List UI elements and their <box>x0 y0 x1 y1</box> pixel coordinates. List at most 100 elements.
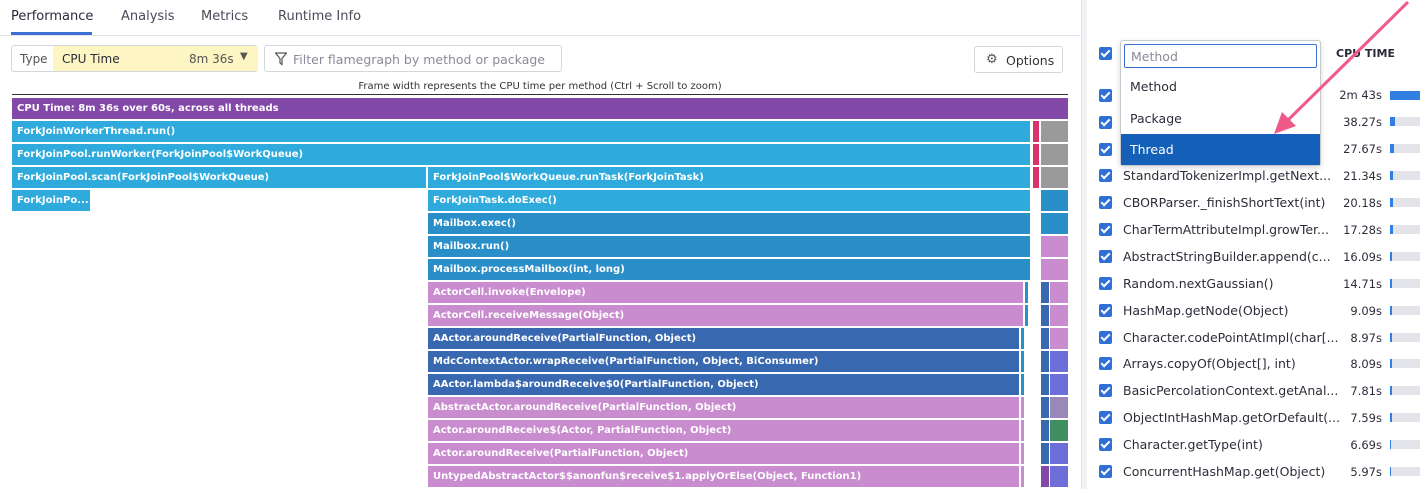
row-checkbox[interactable] <box>1099 196 1112 209</box>
flame-frame[interactable] <box>1050 374 1068 395</box>
row-time: 8.09s <box>1350 357 1382 371</box>
flame-frame[interactable] <box>1033 144 1039 165</box>
row-bar-track <box>1390 252 1420 261</box>
flame-frame[interactable] <box>1050 351 1068 372</box>
flame-frame[interactable] <box>1041 121 1068 142</box>
group-by-search-input[interactable]: Method <box>1124 44 1317 68</box>
tab-metrics[interactable]: Metrics <box>201 9 249 24</box>
flame-frame[interactable] <box>1050 328 1068 349</box>
tab-bar: Performance Analysis Metrics Runtime Inf… <box>0 0 1080 36</box>
flame-frame[interactable]: AbstractActor.aroundReceive(PartialFunct… <box>428 397 1019 418</box>
row-bar-track <box>1390 333 1420 342</box>
flame-frame[interactable] <box>1025 305 1028 326</box>
flame-frame[interactable]: Mailbox.processMailbox(int, long) <box>428 259 1030 280</box>
flame-frame[interactable]: AActor.lambda$aroundReceive$0(PartialFun… <box>428 374 1019 395</box>
options-button[interactable]: ⚙ Options <box>974 46 1063 73</box>
row-bar-track <box>1390 359 1420 368</box>
flame-frame[interactable] <box>1041 443 1049 464</box>
flame-frame[interactable]: ForkJoinPo... <box>12 190 90 211</box>
row-name: HashMap.getNode(Object) <box>1123 303 1289 318</box>
flame-frame[interactable]: Actor.aroundReceive(PartialFunction, Obj… <box>428 443 1019 464</box>
flame-frame[interactable] <box>1041 167 1068 188</box>
flame-frame[interactable] <box>1021 443 1024 464</box>
row-checkbox[interactable] <box>1099 384 1112 397</box>
flame-frame[interactable] <box>1041 351 1049 372</box>
flame-frame[interactable] <box>1021 397 1024 418</box>
row-checkbox[interactable] <box>1099 277 1112 290</box>
row-time: 17.28s <box>1343 223 1382 237</box>
flame-frame[interactable]: AActor.aroundReceive(PartialFunction, Ob… <box>428 328 1019 349</box>
row-checkbox[interactable] <box>1099 116 1112 129</box>
dropdown-option-thread[interactable]: Thread <box>1121 134 1320 165</box>
row-checkbox[interactable] <box>1099 89 1112 102</box>
flame-frame[interactable] <box>1041 236 1068 257</box>
flame-frame[interactable] <box>1021 466 1024 487</box>
row-checkbox[interactable] <box>1099 438 1112 451</box>
flame-frame[interactable] <box>1041 397 1049 418</box>
flame-frame[interactable]: Mailbox.exec() <box>428 213 1030 234</box>
flame-frame[interactable]: ForkJoinPool.runWorker(ForkJoinPool$Work… <box>12 144 1030 165</box>
flame-frame[interactable]: MdcContextActor.wrapReceive(PartialFunct… <box>428 351 1019 372</box>
flame-frame[interactable] <box>1033 121 1039 142</box>
select-all-checkbox[interactable] <box>1099 47 1112 60</box>
flame-frame[interactable] <box>1050 443 1068 464</box>
panel-resize-handle[interactable] <box>1081 0 1087 489</box>
type-select[interactable]: Type CPU Time 8m 36s ▼ <box>11 45 258 72</box>
flame-frame[interactable] <box>1050 420 1068 441</box>
flame-frame[interactable] <box>1050 397 1068 418</box>
flame-frame-root[interactable]: CPU Time: 8m 36s over 60s, across all th… <box>12 98 1068 119</box>
type-value-field[interactable]: CPU Time 8m 36s ▼ <box>53 46 258 71</box>
flame-frame[interactable] <box>1041 144 1068 165</box>
flame-frame[interactable] <box>1041 282 1049 303</box>
flame-frame[interactable] <box>1021 351 1024 372</box>
row-checkbox[interactable] <box>1099 357 1112 370</box>
flame-frame[interactable] <box>1050 466 1068 487</box>
tab-runtime-info[interactable]: Runtime Info <box>278 9 362 24</box>
dropdown-option-package[interactable]: Package <box>1130 111 1182 126</box>
flame-frame[interactable]: ForkJoinPool.scan(ForkJoinPool$WorkQueue… <box>12 167 426 188</box>
flame-frame[interactable] <box>1021 328 1024 349</box>
flame-frame[interactable] <box>1041 328 1049 349</box>
flamegraph[interactable]: CPU Time: 8m 36s over 60s, across all th… <box>0 0 1080 489</box>
row-checkbox[interactable] <box>1099 331 1112 344</box>
flame-frame[interactable]: Actor.aroundReceive$(Actor, PartialFunct… <box>428 420 1019 441</box>
flame-frame[interactable]: ActorCell.receiveMessage(Object) <box>428 305 1023 326</box>
row-time: 21.34s <box>1343 169 1382 183</box>
flame-frame[interactable] <box>1041 213 1068 234</box>
flame-frame[interactable] <box>1041 190 1068 211</box>
row-checkbox[interactable] <box>1099 304 1112 317</box>
flame-frame[interactable]: ActorCell.invoke(Envelope) <box>428 282 1023 303</box>
flame-frame[interactable] <box>1021 420 1024 441</box>
row-bar <box>1390 117 1395 126</box>
row-checkbox[interactable] <box>1099 411 1112 424</box>
flame-frame[interactable] <box>1041 374 1049 395</box>
dropdown-option-method[interactable]: Method <box>1130 79 1177 94</box>
flame-frame[interactable] <box>1041 305 1049 326</box>
row-checkbox[interactable] <box>1099 223 1112 236</box>
group-by-dropdown[interactable]: Method Method Package Thread <box>1120 40 1321 166</box>
flame-frame[interactable] <box>1033 167 1039 188</box>
filter-input[interactable]: Filter flamegraph by method or package <box>264 45 562 72</box>
row-time: 7.59s <box>1350 411 1382 425</box>
flame-frame[interactable]: ForkJoinPool$WorkQueue.runTask(ForkJoinT… <box>428 167 1030 188</box>
flame-frame[interactable]: ForkJoinTask.doExec() <box>428 190 1030 211</box>
flame-frame[interactable]: ForkJoinWorkerThread.run() <box>12 121 1030 142</box>
tab-performance[interactable]: Performance <box>11 9 94 24</box>
flame-frame[interactable] <box>1050 282 1068 303</box>
flame-frame[interactable]: UntypedAbstractActor$$anonfun$receive$1.… <box>428 466 1019 487</box>
flame-frame[interactable] <box>1041 259 1068 280</box>
flame-frame[interactable]: Mailbox.run() <box>428 236 1030 257</box>
row-checkbox[interactable] <box>1099 465 1112 478</box>
row-checkbox[interactable] <box>1099 169 1112 182</box>
tab-analysis[interactable]: Analysis <box>121 9 175 24</box>
flame-frame[interactable] <box>1041 466 1049 487</box>
flame-frame[interactable] <box>1021 374 1024 395</box>
flame-frame[interactable] <box>1025 282 1028 303</box>
annotation-arrow-icon <box>1274 0 1410 134</box>
row-checkbox[interactable] <box>1099 250 1112 263</box>
row-bar <box>1390 333 1392 342</box>
flame-frame[interactable] <box>1050 305 1068 326</box>
row-bar <box>1390 386 1392 395</box>
row-checkbox[interactable] <box>1099 143 1112 156</box>
flame-frame[interactable] <box>1041 420 1049 441</box>
